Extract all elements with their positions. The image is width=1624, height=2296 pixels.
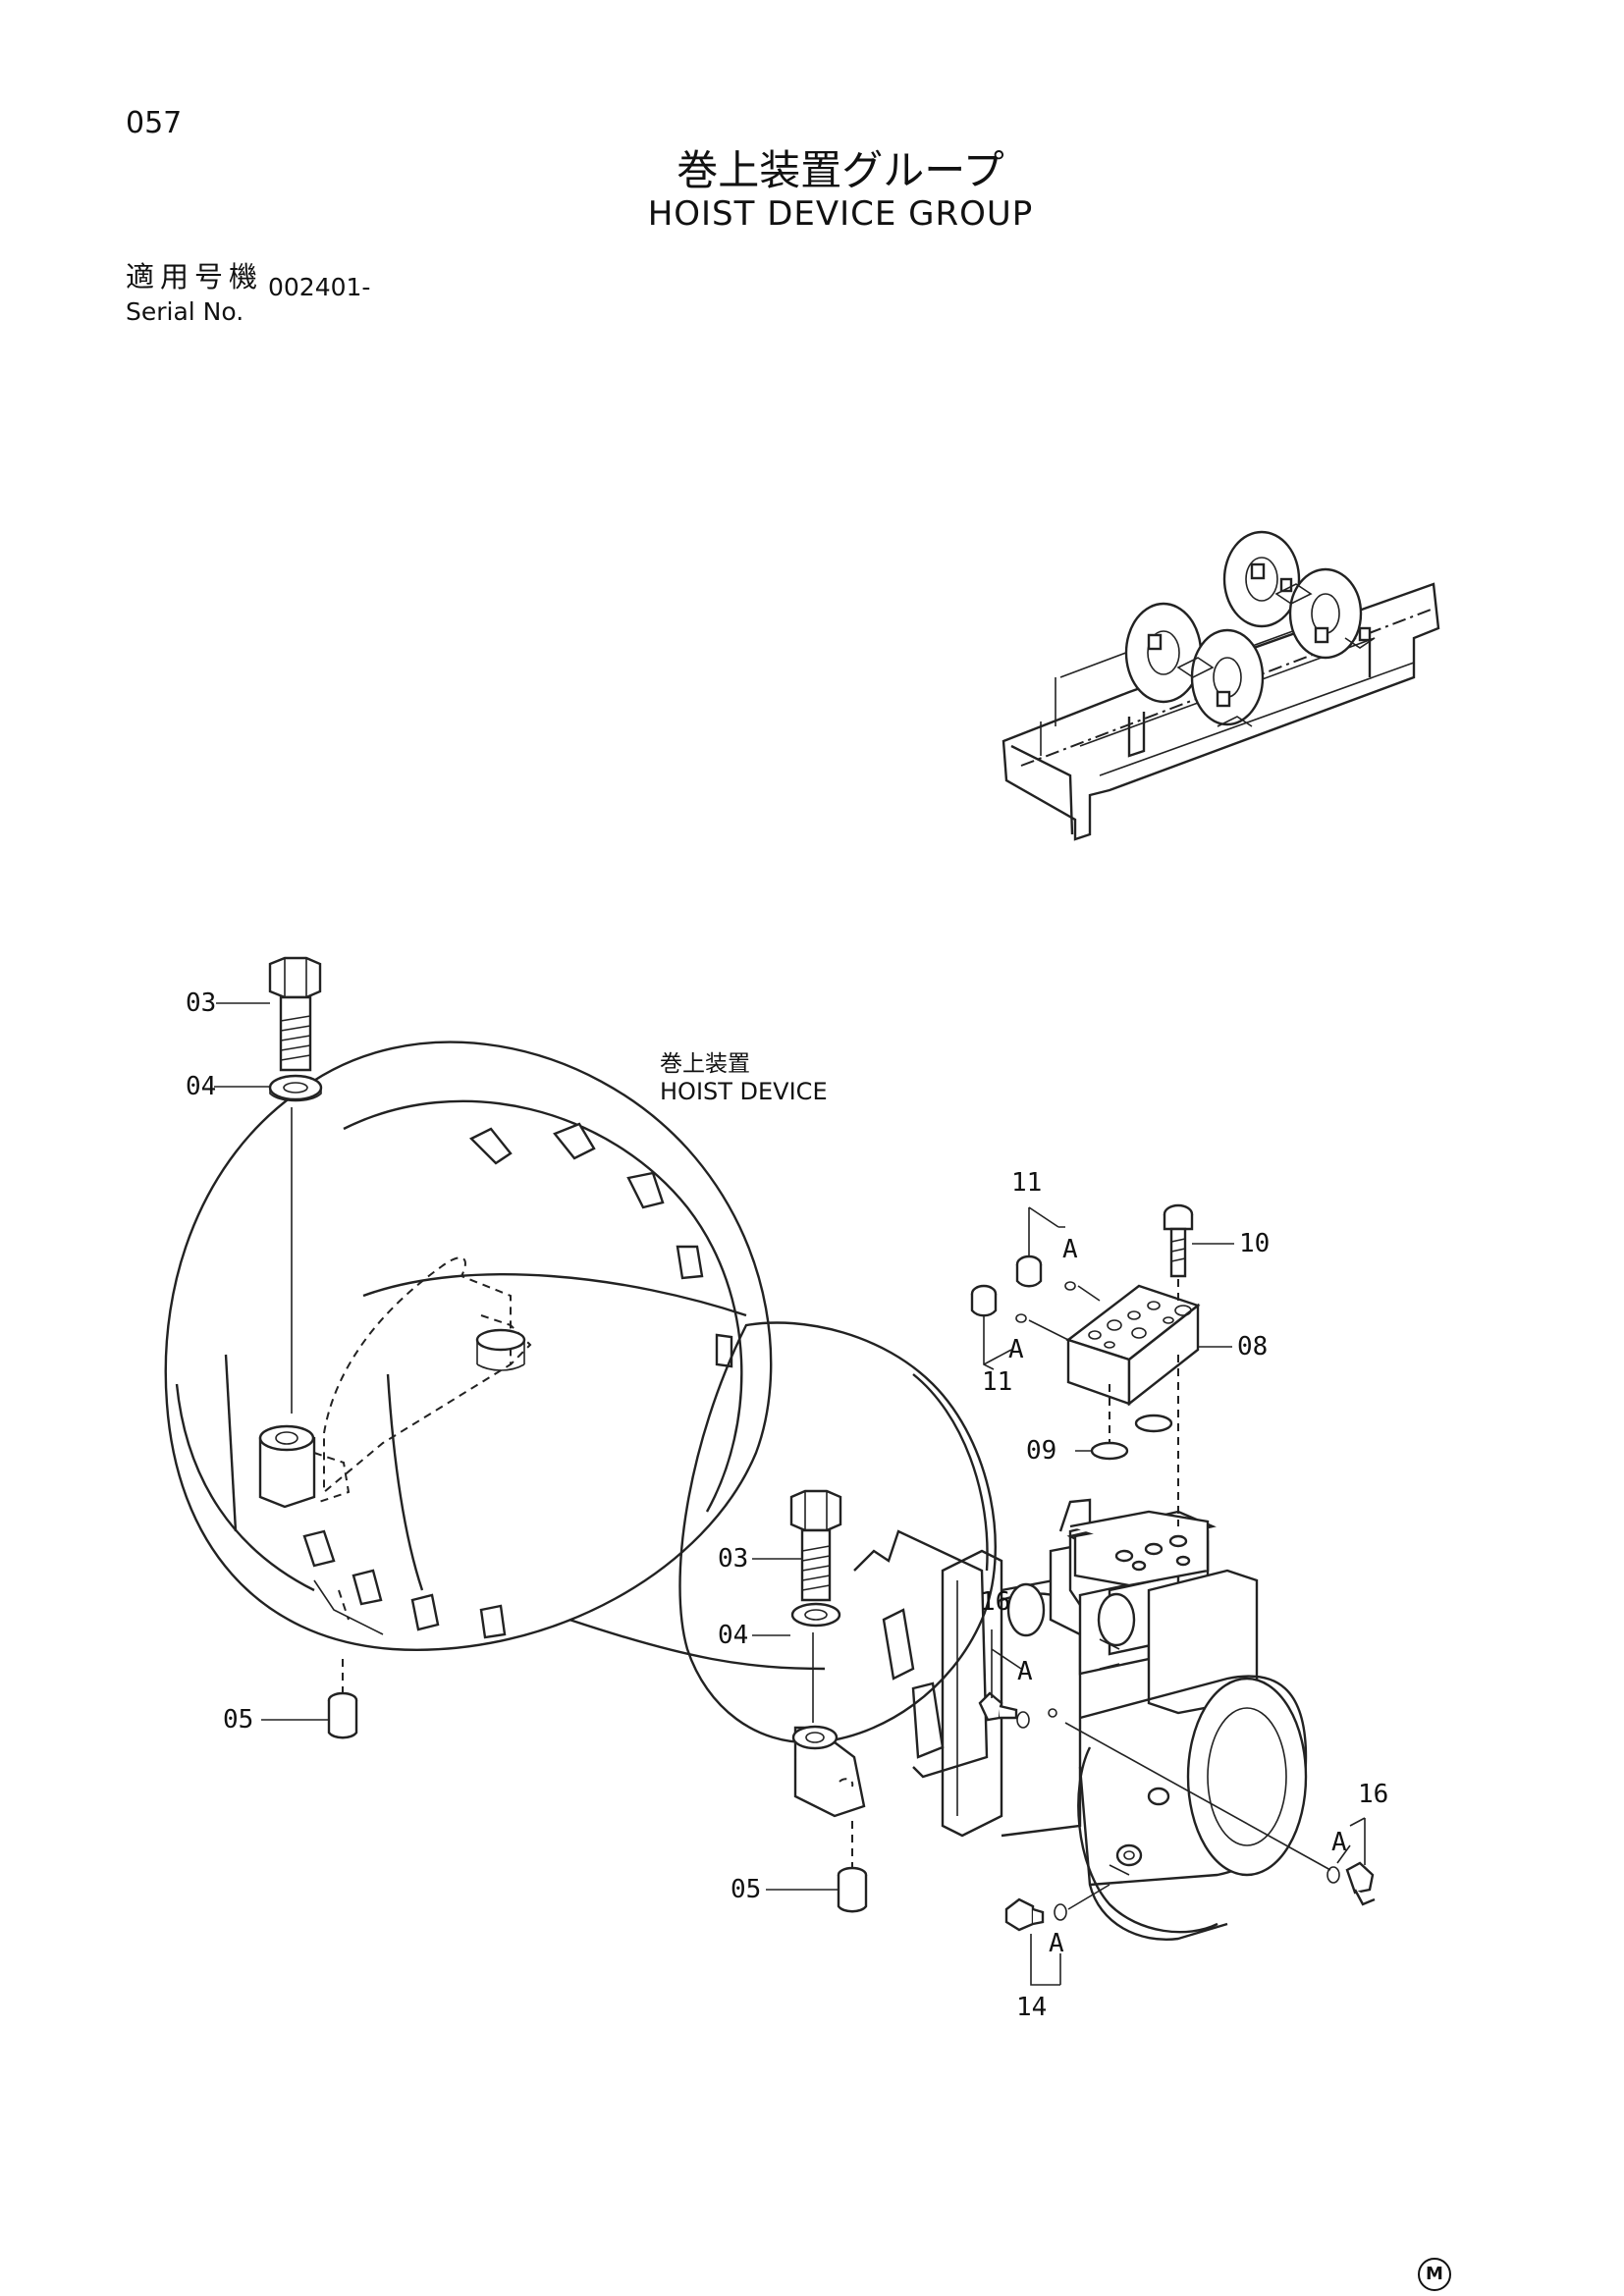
bolt-10 [1163,1203,1194,1278]
fitting-16-right [1345,1861,1376,1906]
o-ring-09-right [1134,1414,1173,1433]
footer-m-mark: M [1418,2258,1451,2291]
plug-11-upper [1015,1255,1043,1288]
callout-11-lower: 11 [982,1367,1013,1397]
hoist-drum-assembly [164,1041,997,1744]
assembly-line-fitting-16 [1064,1722,1331,1871]
callout-10: 10 [1239,1229,1271,1258]
hoist-device-label-japanese: 巻上装置 [660,1051,750,1077]
callout-11-upper: 11 [1011,1168,1043,1198]
callout-05-lower: 05 [731,1875,762,1904]
plug-11-lower [970,1284,998,1317]
title-english: HOIST DEVICE GROUP [647,194,1034,234]
o-ring-16-left [1016,1711,1030,1729]
serial-label-japanese: 適用号機 [126,260,264,294]
pin-05-left [327,1691,358,1739]
fitting-16-left [978,1691,1018,1722]
bolt-03-lower [789,1489,842,1602]
o-ring-14 [1054,1903,1067,1921]
callout-08: 08 [1237,1332,1269,1362]
hoist-motor-assembly [791,1498,1308,1941]
section-mark-a-lower: A [1008,1335,1024,1364]
fitting-14 [1004,1897,1045,1932]
callout-03-lower: 03 [718,1544,749,1574]
machine-overview-inset [1001,530,1440,841]
hoist-device-label-english: HOIST DEVICE [660,1078,828,1105]
manifold-block-08 [1065,1284,1201,1407]
callout-14: 14 [1016,1993,1048,2022]
section-mark-a-bottom: A [1049,1929,1064,1958]
serial-label-english: Serial No. [126,297,244,326]
title-japanese: 巻上装置グループ [677,146,1004,194]
washer-04-lower [790,1602,841,1628]
bolt-03-upper [268,956,322,1072]
callout-04-lower: 04 [718,1621,749,1650]
o-ring-11-upper [1064,1281,1076,1291]
callout-03-upper: 03 [186,988,217,1018]
serial-number-value: 002401- [268,273,371,301]
callout-04-upper: 04 [186,1072,217,1101]
section-mark-a-left: A [1017,1657,1033,1686]
o-ring-11-lower [1015,1313,1027,1323]
callout-09: 09 [1026,1436,1057,1466]
section-mark-a-upper: A [1062,1235,1078,1264]
pin-05-lower [837,1866,868,1913]
o-ring-16-right [1326,1866,1340,1884]
callout-16-right: 16 [1358,1780,1389,1809]
o-ring-09-left [1090,1441,1129,1461]
callout-16-left: 16 [980,1587,1011,1617]
page-number: 057 [126,106,183,140]
callout-05-left: 05 [223,1705,254,1735]
washer-04-upper [268,1074,323,1102]
section-mark-a-right: A [1331,1828,1347,1857]
leader-lines [214,1002,1366,1986]
